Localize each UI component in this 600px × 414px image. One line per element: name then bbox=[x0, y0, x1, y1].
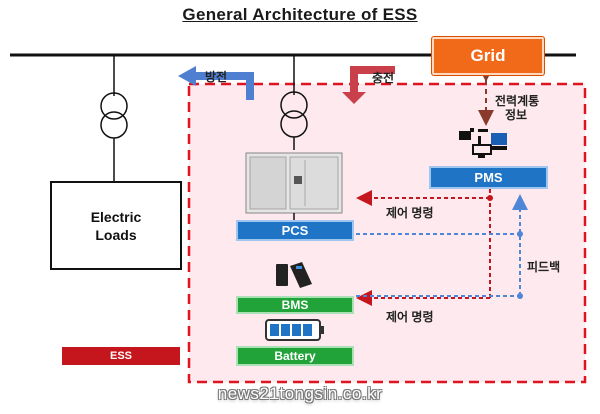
bms-device-icon bbox=[276, 262, 312, 288]
grid-info-label-line1: 전력계통 bbox=[495, 94, 540, 108]
battery-icon bbox=[265, 319, 324, 341]
electric-loads-label-line1: Electric bbox=[90, 208, 142, 225]
discharge-arrow bbox=[178, 66, 254, 100]
feedback-node-bms bbox=[517, 293, 523, 299]
control-command-label-top: 제어 명령 bbox=[386, 206, 434, 220]
ess-legend: ESS bbox=[62, 347, 180, 365]
pms-computer-icon bbox=[459, 128, 507, 158]
pcs-node: PCS bbox=[236, 220, 354, 241]
battery-node: Battery bbox=[236, 346, 354, 366]
feedback-label: 피드백 bbox=[527, 260, 561, 274]
charge-label: 충전 bbox=[372, 71, 395, 85]
pcs-cabinet-icon bbox=[245, 152, 343, 214]
control-command-label-bottom: 제어 명령 bbox=[386, 310, 434, 324]
bms-node: BMS bbox=[236, 296, 354, 314]
discharge-label: 방전 bbox=[205, 70, 228, 84]
pms-node: PMS bbox=[429, 166, 548, 189]
watermark: news21tongsin.co.kr bbox=[217, 384, 383, 403]
transformer-loads bbox=[100, 92, 128, 139]
feedback-node-pcs bbox=[517, 231, 523, 237]
charge-arrow bbox=[342, 66, 395, 104]
electric-loads-label-line2: Loads bbox=[95, 226, 137, 243]
diagram-title: General Architecture of ESS bbox=[182, 5, 418, 24]
control-node-top bbox=[487, 195, 493, 201]
grid-info-label-line2: 정보 bbox=[505, 108, 528, 122]
electric-loads-node: Electric Loads bbox=[50, 181, 182, 270]
grid-node: Grid bbox=[432, 37, 544, 75]
